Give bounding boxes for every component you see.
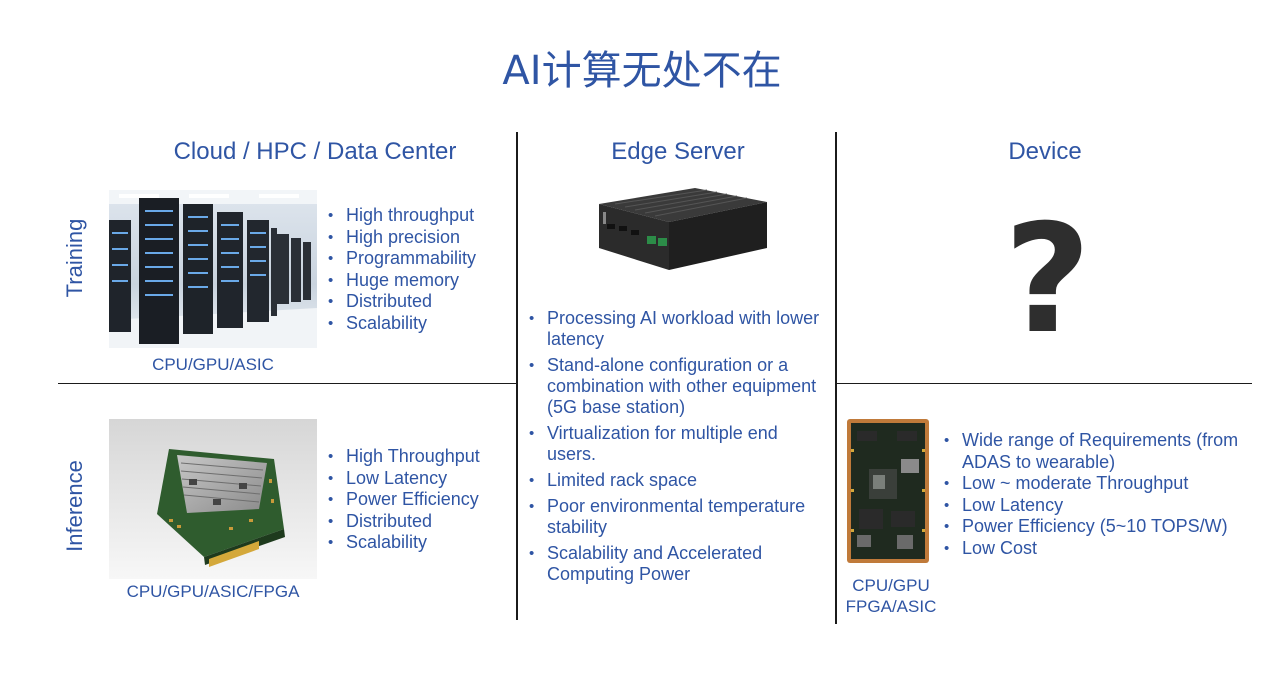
row-label-inference: Inference (62, 460, 87, 552)
inference-bullet: Low Latency (328, 468, 513, 490)
divider-vertical-left (516, 132, 518, 620)
device-caption-line2: FPGA/ASIC (845, 597, 937, 616)
divider-horizontal-left (58, 383, 518, 384)
column-title-cloud: Cloud / HPC / Data Center (173, 138, 457, 165)
edge-bullet: Scalability and Accelerated Computing Po… (529, 543, 829, 585)
training-bullet: Huge memory (328, 270, 513, 292)
training-bullet: High throughput (328, 205, 513, 227)
training-bullet-list: High throughput High precision Programma… (328, 205, 513, 334)
device-bullet: Wide range of Requirements (from ADAS to… (944, 430, 1249, 473)
question-mark: ? (1003, 193, 1091, 367)
training-bullet: Distributed (328, 291, 513, 313)
column-title-edge: Edge Server (611, 138, 745, 165)
edge-bullet: Limited rack space (529, 470, 829, 491)
edge-bullet: Stand-alone configuration or a combinati… (529, 355, 829, 418)
edge-bullet-list: Processing AI workload with lower latenc… (529, 308, 829, 590)
device-bullet: Low Cost (944, 538, 1249, 560)
inference-bullet: Power Efficiency (328, 489, 513, 511)
inference-bullet: Scalability (328, 532, 513, 554)
training-bullet: Programmability (328, 248, 513, 270)
edge-bullet: Processing AI workload with lower latenc… (529, 308, 829, 350)
training-caption: CPU/GPU/ASIC (152, 355, 274, 374)
edge-bullet: Virtualization for multiple end users. (529, 423, 829, 465)
device-module-board-image (847, 419, 929, 563)
inference-caption: CPU/GPU/ASIC/FPGA (126, 582, 300, 601)
device-bullet-list: Wide range of Requirements (from ADAS to… (944, 430, 1249, 559)
page-title: AI计算无处不在 (502, 48, 782, 94)
device-bullet: Power Efficiency (5~10 TOPS/W) (944, 516, 1249, 538)
inference-bullet: Distributed (328, 511, 513, 533)
accelerator-card-image (109, 419, 317, 579)
server-rack-image (109, 190, 317, 348)
device-bullet: Low Latency (944, 495, 1249, 517)
row-label-training: Training (62, 218, 87, 298)
inference-bullet-list: High Throughput Low Latency Power Effici… (328, 446, 513, 554)
edge-bullet: Poor environmental temperature stability (529, 496, 829, 538)
column-title-device: Device (1008, 138, 1082, 165)
inference-bullet: High Throughput (328, 446, 513, 468)
divider-vertical-right (835, 132, 837, 624)
training-bullet: High precision (328, 227, 513, 249)
divider-horizontal-right (837, 383, 1252, 384)
edge-server-box-image (595, 182, 770, 274)
training-bullet: Scalability (328, 313, 513, 335)
device-caption-line1: CPU/GPU (852, 576, 930, 595)
device-bullet: Low ~ moderate Throughput (944, 473, 1249, 495)
